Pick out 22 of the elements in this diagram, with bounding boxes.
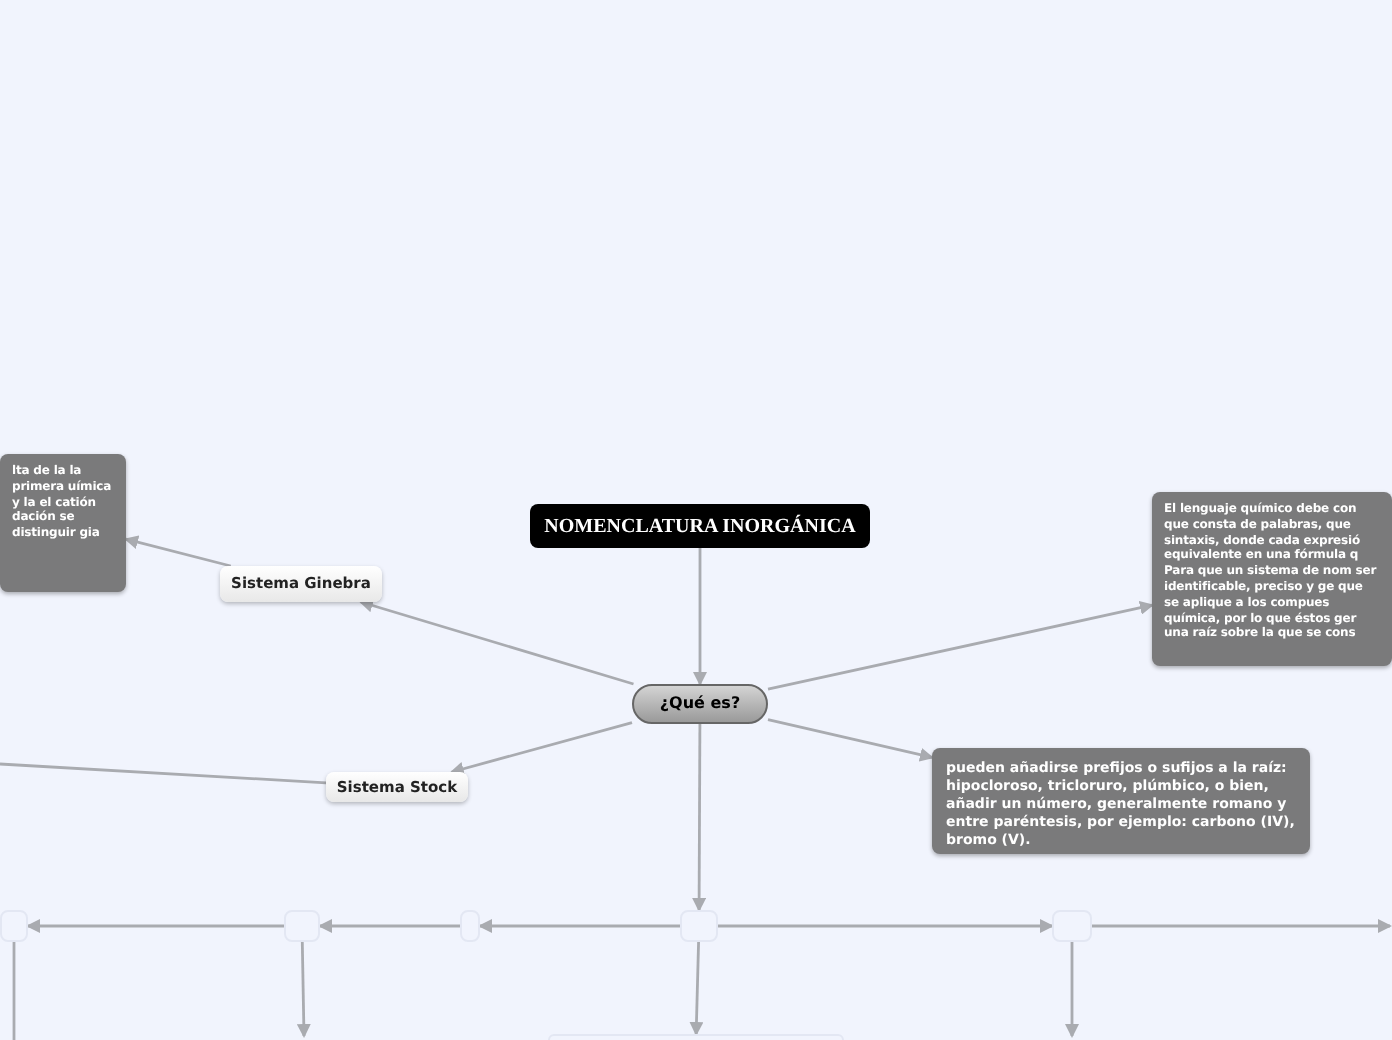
- empty-topic-box: [460, 910, 480, 942]
- arrow: [296, 941, 311, 1038]
- arrow: [693, 548, 707, 686]
- empty-topic-box: [0, 910, 28, 942]
- arrow: [718, 919, 1054, 933]
- arrow: [318, 919, 460, 933]
- topic-pill: ¿Qué es?: [632, 684, 768, 724]
- empty-topic-box: [284, 910, 320, 942]
- empty-topic-box: [1052, 910, 1092, 942]
- arrow: [692, 724, 707, 912]
- arrow: [689, 941, 704, 1036]
- title-box: NOMENCLATURA INORGÁNICA: [530, 504, 870, 548]
- arrow: [1065, 942, 1079, 1038]
- arrow: [124, 535, 232, 568]
- empty-topic-box: [680, 910, 718, 942]
- arrow: [1092, 919, 1392, 933]
- arrow: [449, 721, 633, 776]
- arrow: [358, 598, 634, 686]
- arrow: [767, 600, 1154, 691]
- arrow: [767, 718, 934, 762]
- arrow: [26, 919, 284, 933]
- arrow: [478, 919, 680, 933]
